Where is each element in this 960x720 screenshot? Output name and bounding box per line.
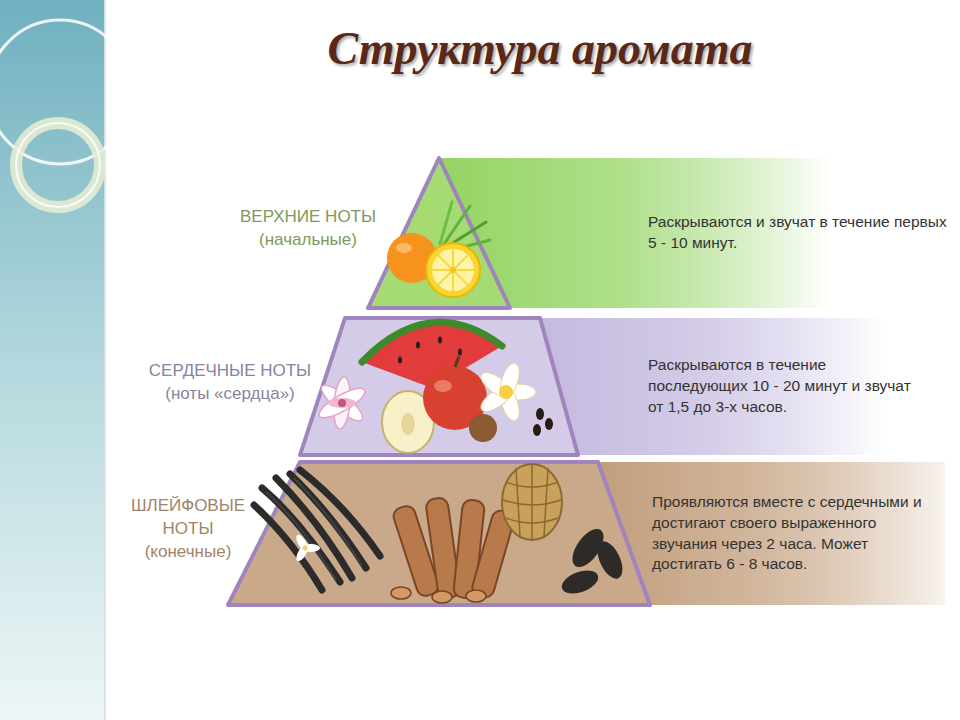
band-shape [0, 462, 960, 605]
side-panel [0, 0, 105, 720]
deco-ring [16, 123, 100, 207]
note-description: Раскрываются в течение последующих 10 - … [648, 355, 918, 418]
pyramid-band: СЕРДЕЧНЫЕ НОТЫ (ноты «сердца») Раскрывают… [0, 318, 960, 455]
pyramid-band: ШЛЕЙФОВЫЕ НОТЫ (конечные) Проявляются вме… [0, 462, 960, 605]
pyramid-tier [228, 462, 650, 605]
band-ground [598, 462, 945, 605]
band-shape [0, 158, 960, 308]
pyramid-tier [368, 158, 510, 308]
panel-edge [104, 0, 106, 720]
note-heading: СЕРДЕЧНЫЕ НОТЫ (ноты «сердца») [130, 360, 330, 406]
slide-title: Структура аромата [150, 22, 930, 75]
note-heading: ШЛЕЙФОВЫЕ НОТЫ (конечные) [118, 495, 258, 564]
pyramid-band: ВЕРХНИЕ НОТЫ (начальные) Раскрываются и з… [0, 158, 960, 308]
note-description: Раскрываются и звучат в течение первых 5… [648, 212, 948, 254]
note-description: Проявляются вместе с сердечными и достиг… [652, 492, 932, 576]
deco-ring [0, 20, 132, 164]
deco-ring [16, 123, 100, 207]
pyramid-tier [300, 318, 578, 455]
note-heading: ВЕРХНИЕ НОТЫ (начальные) [218, 206, 398, 252]
